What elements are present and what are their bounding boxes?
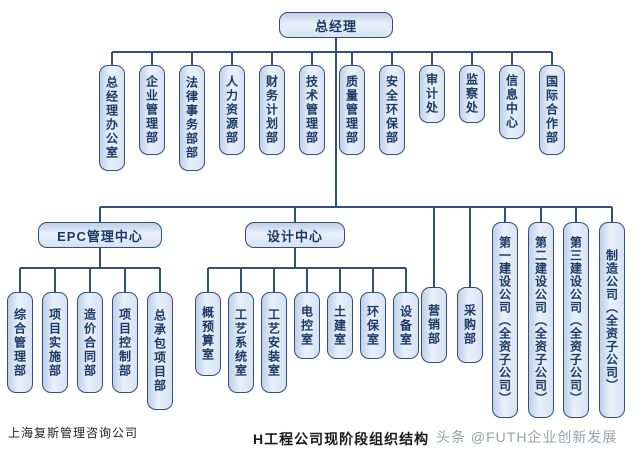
connector-drop: [271, 52, 273, 65]
org-node-intl-cooperation: 国际合作部: [539, 65, 565, 155]
org-node-project-control: 项目控制部: [112, 292, 138, 393]
connector-drop: [19, 268, 21, 292]
connector-drop: [311, 52, 313, 65]
connector-drop: [511, 52, 513, 65]
org-node-construction-co-2: 第二建设公司（全资子公司）: [528, 222, 554, 418]
connector-level2-rail: [112, 51, 552, 53]
org-node-gm-office: 总经理办公室: [99, 65, 125, 171]
org-node-general-manager: 总经理: [279, 12, 393, 38]
connector-trunk: [335, 38, 337, 207]
connector-drop: [124, 268, 126, 292]
org-node-legal-affairs: 法律事务部部: [179, 65, 205, 171]
org-node-construction-co-3: 第三建设公司（全资子公司）: [563, 222, 589, 418]
org-node-project-impl: 项目实施部: [42, 292, 68, 393]
connector-drop: [54, 268, 56, 292]
org-node-tech-mgmt: 技术管理部: [299, 65, 325, 155]
consulting-company-credit: 上海复斯管理咨询公司: [8, 426, 139, 440]
org-node-quality-mgmt: 质量管理部: [339, 65, 365, 155]
connector-drop: [611, 207, 613, 223]
connector-drop: [351, 52, 353, 65]
org-node-enterprise-mgmt: 企业管理部: [139, 65, 165, 155]
org-node-budget-room: 概预算室: [195, 292, 221, 376]
org-node-finance-planning: 财务计划部: [259, 65, 285, 155]
connector-drop: [405, 268, 407, 292]
connector-drop: [469, 207, 471, 287]
connector-drop: [540, 207, 542, 223]
connector-drop: [391, 52, 393, 65]
connector-drop: [433, 207, 435, 287]
org-node-info-center: 信息中心: [499, 65, 525, 139]
org-node-design-center: 设计中心: [245, 222, 345, 248]
org-node-procurement: 采购部: [457, 287, 483, 363]
org-node-marketing: 营销部: [421, 287, 447, 363]
org-node-epc-project-dept: 总承包项目部: [147, 292, 173, 410]
connector-design-stem: [294, 248, 296, 268]
connector-drop: [151, 52, 153, 65]
connector-drop: [504, 207, 506, 223]
connector-drop: [89, 268, 91, 292]
org-node-civil-room: 土建室: [327, 292, 353, 359]
connector-drop: [471, 52, 473, 65]
org-node-process-install-room: 工艺安装室: [261, 292, 287, 393]
org-node-safety-env: 安全环保部: [379, 65, 405, 155]
connector-drop: [294, 207, 296, 223]
connector-drop: [111, 52, 113, 65]
connector-drop: [339, 268, 341, 292]
org-node-supervision: 监察处: [459, 65, 485, 123]
connector-drop: [99, 207, 101, 223]
org-node-environment-room: 环保室: [360, 292, 386, 359]
org-node-equipment-room: 设备室: [393, 292, 419, 359]
connector-drop: [273, 268, 275, 292]
org-node-audit-office: 审计处: [419, 65, 445, 123]
connector-drop: [191, 52, 193, 65]
org-node-construction-co-1: 第一建设公司（全资子公司）: [492, 222, 518, 418]
org-node-cost-contract: 造价合同部: [77, 292, 103, 393]
org-node-epc-center: EPC管理中心: [38, 222, 162, 248]
connector-drop: [575, 207, 577, 223]
connector-drop: [372, 268, 374, 292]
connector-drop: [240, 268, 242, 292]
connector-drop: [306, 268, 308, 292]
connector-drop: [159, 268, 161, 292]
watermark-text: 头条 @FUTH企业创新发展: [436, 429, 618, 445]
connector-epc-stem: [99, 248, 101, 268]
chart-caption: H工程公司现阶段组织结构: [253, 431, 430, 447]
connector-drop: [207, 268, 209, 292]
connector-level3-rail: [100, 206, 612, 208]
org-node-manufacturing-co: 制造公司（全资子公司）: [599, 222, 625, 418]
org-node-human-resources: 人力资源部: [219, 65, 245, 155]
connector-drop: [551, 52, 553, 65]
org-node-process-system-room: 工艺系统室: [228, 292, 254, 393]
org-node-electrical-room: 电控室: [294, 292, 320, 359]
org-node-general-mgmt: 综合管理部: [7, 292, 33, 393]
connector-drop: [231, 52, 233, 65]
connector-drop: [431, 52, 433, 65]
